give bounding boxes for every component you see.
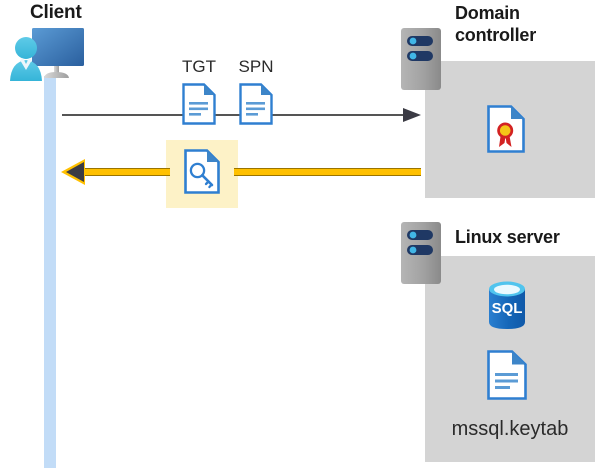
response-arrowhead: [60, 158, 86, 186]
domain-controller-server-icon: [401, 28, 441, 95]
domain-controller-title-line1: Domain: [455, 3, 520, 23]
domain-controller-title-line2: controller: [455, 25, 537, 45]
linux-server-title: Linux server: [455, 227, 560, 247]
linux-server-icon: [401, 222, 441, 289]
domain-controller-title: Domain controller: [455, 2, 595, 46]
keytab-file-label: mssql.keytab: [451, 418, 569, 440]
sql-database-icon: SQL: [485, 280, 529, 332]
response-line-left: [78, 168, 170, 176]
request-arrowhead: [403, 107, 421, 123]
spn-label: SPN: [238, 57, 274, 76]
response-line-right: [234, 168, 421, 176]
request-line: [62, 114, 405, 116]
keytab-document-icon: [487, 350, 527, 400]
spn-document-icon: [239, 83, 273, 125]
tgt-label: TGT: [182, 57, 216, 76]
sql-database-label: SQL: [492, 300, 523, 317]
certificate-doc-icon: [487, 105, 525, 153]
workstation-user-icon: [8, 24, 94, 84]
client-lifeline: [44, 76, 56, 468]
client-title: Client: [30, 2, 82, 23]
tgt-document-icon: [182, 83, 216, 125]
key-document-icon: [184, 149, 220, 194]
